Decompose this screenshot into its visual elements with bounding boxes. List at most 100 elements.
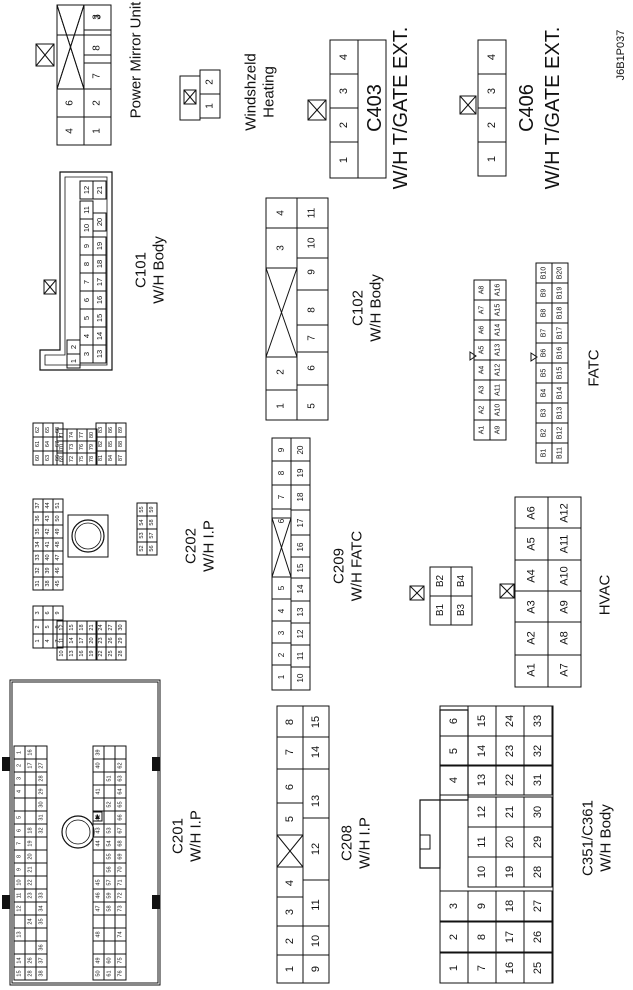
pin-number: 36 — [35, 515, 41, 521]
label-line: W/H Body — [598, 804, 615, 872]
pin-cell — [103, 914, 116, 929]
connector-boss — [67, 514, 109, 558]
pin-number: 5 — [17, 816, 23, 819]
pin-cell — [523, 952, 553, 984]
pin-number: 3 — [92, 14, 103, 20]
pin-number: A14 — [495, 324, 502, 337]
pin-cell — [329, 141, 359, 179]
pin-cell — [103, 810, 116, 825]
pin-number: 4 — [65, 128, 76, 134]
connector-label: FATC — [586, 349, 603, 386]
pin-number: 11 — [82, 206, 91, 214]
cavity-mark — [56, 4, 85, 90]
pin-number: A11 — [495, 384, 502, 396]
pin-number: 18 — [95, 260, 104, 268]
pin-number: 20 — [296, 445, 305, 454]
pin-cell — [13, 914, 26, 929]
pin-number: 75 — [79, 456, 85, 462]
pin-number: 1 — [284, 966, 296, 972]
pin-number: 4 — [277, 608, 286, 613]
pin-number: 27 — [532, 900, 544, 912]
c201-connector: 1514131211109876543212826242322212019181… — [2, 679, 205, 986]
pin-number: 15 — [310, 716, 322, 728]
pin-number: 65 — [118, 801, 124, 807]
pin-number: 21 — [28, 866, 34, 872]
pin-number: 35 — [39, 918, 45, 924]
pin-cell — [35, 862, 48, 877]
pin-number: 7 — [17, 842, 23, 845]
pin-number: 49 — [55, 528, 61, 534]
pin-number: A10 — [559, 566, 571, 586]
pin-number: 32 — [35, 567, 41, 573]
pin-number: 76 — [79, 444, 85, 450]
latch-icon — [307, 99, 327, 121]
pin-number: 65 — [45, 427, 51, 433]
pin-number: 1 — [486, 156, 498, 162]
pin-number: 58 — [149, 519, 155, 525]
pin-number: 3 — [17, 777, 23, 780]
pin-number: 63 — [118, 775, 124, 781]
pin-number: 46 — [55, 567, 61, 573]
pin-number: 30 — [532, 806, 544, 818]
pin-number: 4 — [284, 880, 296, 886]
pin-cell — [103, 784, 116, 799]
pin-number: 53 — [139, 532, 145, 538]
pin-number: A6 — [526, 506, 538, 519]
pin-number: 49 — [96, 957, 102, 963]
pin-number: 6 — [17, 829, 23, 832]
pin-number: 33 — [35, 554, 41, 560]
pin-number: 28 — [39, 775, 45, 781]
pin-number: 5 — [82, 316, 91, 320]
latch-box — [43, 279, 57, 295]
label-line: W/H Body — [368, 274, 385, 342]
pin-number: A4 — [479, 366, 486, 375]
pin-cell — [115, 620, 127, 635]
pin-number: 1 — [276, 403, 287, 409]
pin-number: 3 — [448, 903, 460, 909]
label-line: C209 — [331, 548, 348, 584]
pin-number: 5 — [277, 585, 286, 590]
pin-number: 45 — [96, 879, 102, 885]
pin-cell — [52, 422, 64, 438]
pin-number: 34 — [35, 541, 41, 547]
pin-number: 85 — [108, 441, 114, 447]
pin-number: 13 — [296, 607, 305, 616]
pin-number: 17 — [79, 637, 85, 643]
label-line: W/H I.P — [188, 810, 205, 862]
label-line: C351/C361 — [580, 800, 597, 876]
pin-number: 7 — [55, 639, 61, 642]
pin-number: 59 — [149, 506, 155, 512]
pin-number: 16 — [79, 650, 85, 656]
connector-body — [9, 679, 161, 986]
pin-number: 2 — [338, 122, 350, 128]
pin-cell — [92, 862, 105, 877]
pin-number: 25 — [532, 962, 544, 974]
pin-number: 10 — [82, 224, 91, 232]
pin-number: A1 — [479, 426, 486, 435]
label-line: W/H T/GATE EXT. — [390, 27, 412, 190]
pin-number: 16 — [504, 962, 516, 974]
pin-number: A6 — [479, 326, 486, 335]
pin-cell — [114, 745, 127, 760]
pin-number: 6 — [284, 784, 296, 790]
label-line: Power Mirror Unit — [128, 1, 145, 119]
connector-body — [39, 171, 113, 371]
pin-number: 9 — [310, 966, 322, 972]
pin-number: 2 — [448, 934, 460, 940]
pin-number: 71 — [118, 879, 124, 885]
pin-cell — [35, 745, 48, 760]
pin-number: 41 — [96, 788, 102, 794]
pin-number: 23 — [98, 637, 104, 643]
connector-label: J6B1P037 — [615, 30, 627, 81]
pin-number: 21 — [504, 806, 516, 818]
pin-number: 19 — [296, 468, 305, 477]
pin-number: 67 — [55, 441, 61, 447]
pin-number: 83 — [98, 427, 104, 433]
pin-number: 56 — [107, 866, 113, 872]
